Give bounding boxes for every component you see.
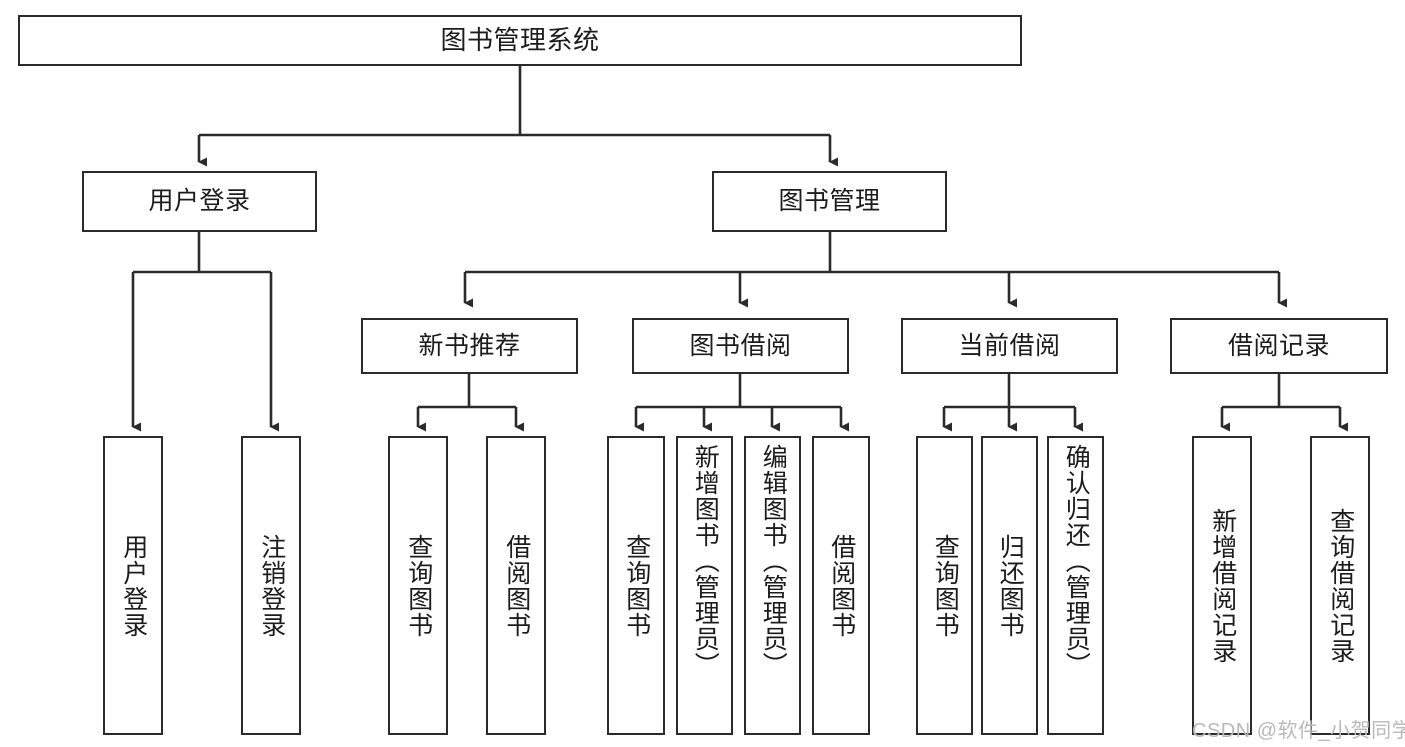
node-label: 图书管理 — [778, 187, 881, 216]
node-current-borrow[interactable]: 当前借阅 — [901, 318, 1118, 374]
leaf-user-login[interactable]: 用户登录 — [103, 436, 163, 735]
node-label: 借阅记录 — [1227, 331, 1330, 360]
node-label: 新书推荐 — [418, 331, 521, 360]
node-label: 新增借阅记录 — [1208, 507, 1237, 664]
node-label: 查询图书 — [931, 533, 960, 638]
node-label: 借阅图书 — [502, 533, 531, 638]
leaf-add-borrow-record[interactable]: 新增借阅记录 — [1192, 436, 1252, 735]
node-label: 新增图书（管理员） — [691, 444, 720, 678]
node-label: 图书借阅 — [689, 331, 792, 360]
node-label: 当前借阅 — [958, 331, 1061, 360]
node-label: 归还图书 — [996, 533, 1025, 638]
leaf-edit-book[interactable]: 编辑图书（管理员） — [744, 436, 801, 735]
leaf-logout-login[interactable]: 注销登录 — [241, 436, 301, 735]
leaf-query-book-recommend[interactable]: 查询图书 — [388, 436, 448, 735]
leaf-borrow-book-recommend[interactable]: 借阅图书 — [486, 436, 546, 735]
node-label: 查询图书 — [622, 533, 651, 638]
node-label: 借阅图书 — [827, 533, 856, 638]
node-label: 注销登录 — [257, 533, 286, 638]
node-label: 确认归还（管理员） — [1062, 444, 1091, 678]
node-book-borrow[interactable]: 图书借阅 — [632, 318, 849, 374]
node-label: 用户登录 — [119, 533, 148, 638]
node-new-book-recommend[interactable]: 新书推荐 — [361, 318, 578, 374]
node-label: 用户登录 — [148, 187, 251, 216]
node-borrow-record[interactable]: 借阅记录 — [1170, 318, 1388, 374]
leaf-query-book-borrow[interactable]: 查询图书 — [607, 436, 665, 735]
node-root-book-management-system[interactable]: 图书管理系统 — [18, 15, 1022, 66]
node-label: 查询图书 — [404, 533, 433, 638]
leaf-query-borrow-record[interactable]: 查询借阅记录 — [1310, 436, 1370, 735]
node-user-login[interactable]: 用户登录 — [82, 171, 317, 232]
leaf-add-book[interactable]: 新增图书（管理员） — [676, 436, 733, 735]
node-label: 图书管理系统 — [440, 24, 600, 55]
leaf-return-book[interactable]: 归还图书 — [981, 436, 1038, 735]
leaf-borrow-book-borrow[interactable]: 借阅图书 — [812, 436, 870, 735]
node-label: 编辑图书（管理员） — [759, 444, 788, 678]
node-label: 查询借阅记录 — [1326, 507, 1355, 664]
leaf-confirm-return[interactable]: 确认归还（管理员） — [1047, 436, 1104, 735]
leaf-query-book-current[interactable]: 查询图书 — [916, 436, 973, 735]
csdn-watermark: CSDN @软件_小贺同学 — [1192, 720, 1405, 742]
node-book-management[interactable]: 图书管理 — [712, 171, 947, 232]
